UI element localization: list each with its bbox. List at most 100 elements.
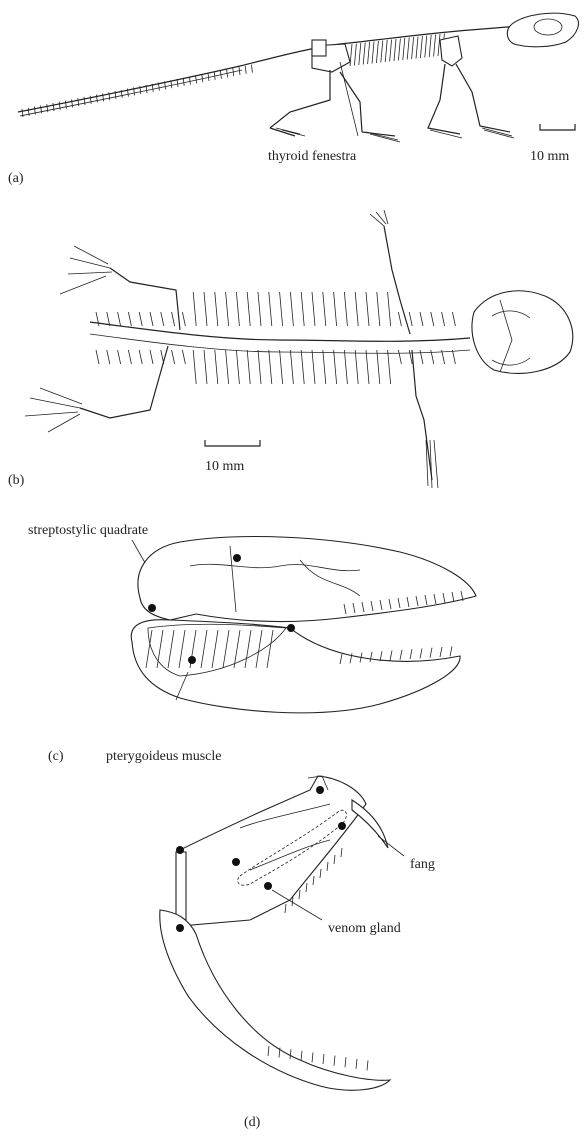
rib bbox=[182, 350, 185, 364]
tooth bbox=[323, 1054, 324, 1064]
tooth bbox=[367, 1060, 368, 1070]
joint-dot bbox=[316, 786, 324, 794]
lizard-a-ribs bbox=[350, 34, 444, 67]
rib bbox=[150, 350, 153, 364]
panel-b-tag: (b) bbox=[8, 473, 25, 488]
rib bbox=[420, 350, 423, 364]
rib bbox=[452, 312, 455, 326]
rib bbox=[377, 292, 380, 326]
thyroid-pointer-line bbox=[340, 62, 358, 136]
rib bbox=[429, 35, 431, 57]
rib bbox=[372, 42, 374, 64]
tooth bbox=[301, 1051, 302, 1061]
lizard-b-hindlimb-upper bbox=[110, 268, 180, 330]
lizard-b-skull bbox=[472, 291, 573, 374]
tail-vertebra bbox=[208, 73, 209, 81]
scale-bar-b-label: 10 mm bbox=[205, 459, 244, 474]
tail-vertebra bbox=[65, 101, 66, 109]
rib bbox=[258, 292, 261, 326]
rib bbox=[118, 350, 121, 364]
rib bbox=[150, 312, 153, 326]
tooth bbox=[450, 646, 452, 656]
rib bbox=[388, 292, 391, 326]
snake-skull-d-cranium bbox=[176, 776, 366, 926]
rib bbox=[139, 312, 142, 326]
rib bbox=[425, 36, 427, 58]
tooth bbox=[334, 1056, 335, 1066]
lizard-b-forelimb-lower bbox=[412, 350, 432, 480]
panel-c: streptostylic quadrate (c) pterygoideus … bbox=[28, 523, 476, 764]
rib bbox=[377, 350, 380, 384]
rib bbox=[420, 36, 422, 58]
rib bbox=[258, 350, 261, 384]
rib bbox=[344, 350, 347, 384]
rib bbox=[247, 292, 250, 326]
rib bbox=[280, 292, 283, 326]
rib bbox=[236, 292, 239, 326]
pterygoideus-muscle-label: pterygoideus muscle bbox=[106, 749, 221, 764]
joint-dot bbox=[233, 554, 241, 562]
rib bbox=[193, 292, 196, 326]
rib bbox=[350, 44, 352, 66]
fang-shape bbox=[352, 800, 388, 848]
lizard-a-forelimb bbox=[428, 64, 510, 134]
tail-vertebra bbox=[72, 99, 73, 107]
fang-pointer-line bbox=[378, 836, 404, 856]
rib bbox=[355, 292, 358, 326]
rib bbox=[172, 312, 175, 326]
rib bbox=[359, 43, 361, 65]
fang-label: fang bbox=[410, 857, 435, 872]
rib bbox=[398, 39, 400, 61]
rib bbox=[312, 350, 315, 384]
tooth bbox=[345, 1057, 346, 1067]
rib bbox=[128, 312, 131, 326]
rib bbox=[366, 292, 369, 326]
rib bbox=[368, 42, 370, 64]
rib bbox=[385, 40, 387, 62]
rib bbox=[96, 350, 99, 364]
panel-b: 10 mm (b) bbox=[8, 210, 573, 488]
lizard-b-forelimb-upper bbox=[384, 226, 410, 334]
tail-vertebra bbox=[183, 78, 184, 86]
rib bbox=[182, 312, 185, 326]
rib bbox=[301, 292, 304, 326]
rib bbox=[412, 37, 414, 59]
lizard-a-tail-vertebrae bbox=[22, 65, 252, 117]
rib bbox=[420, 312, 423, 326]
panel-a: thyroid fenestra 10 mm (a) bbox=[8, 13, 578, 186]
rib bbox=[204, 292, 207, 326]
skull-c-lower-jaw bbox=[131, 620, 460, 713]
tail-vertebra bbox=[196, 75, 197, 83]
thyroid-fenestra-label: thyroid fenestra bbox=[268, 149, 357, 164]
rib bbox=[290, 350, 293, 384]
rib bbox=[323, 292, 326, 326]
panel-d-tag: (d) bbox=[244, 1115, 261, 1130]
joint-dot bbox=[188, 656, 196, 664]
rib bbox=[269, 350, 272, 384]
tooth bbox=[312, 1052, 313, 1062]
tooth bbox=[410, 649, 412, 659]
rib bbox=[128, 350, 131, 364]
rib bbox=[204, 350, 207, 384]
skull-c-cranium bbox=[138, 537, 476, 622]
rib bbox=[344, 292, 347, 326]
joint-dot bbox=[148, 604, 156, 612]
panel-a-tag: (a) bbox=[8, 171, 24, 186]
scale-bar-b bbox=[205, 440, 260, 446]
rib bbox=[312, 292, 315, 326]
tooth bbox=[440, 647, 442, 657]
tooth bbox=[334, 855, 335, 864]
scale-bar-a bbox=[540, 124, 575, 130]
rib bbox=[193, 350, 196, 384]
rib bbox=[403, 38, 405, 60]
lizard-a-shoulder bbox=[440, 36, 462, 66]
venom-gland-label: venom gland bbox=[328, 921, 401, 936]
tooth bbox=[390, 651, 392, 661]
rib bbox=[363, 43, 365, 65]
rib bbox=[269, 292, 272, 326]
rib bbox=[381, 41, 383, 63]
tail-vertebra bbox=[84, 97, 85, 105]
tail-vertebra bbox=[214, 72, 215, 80]
lizard-a-skull bbox=[507, 13, 578, 47]
tail-vertebra bbox=[202, 74, 203, 82]
